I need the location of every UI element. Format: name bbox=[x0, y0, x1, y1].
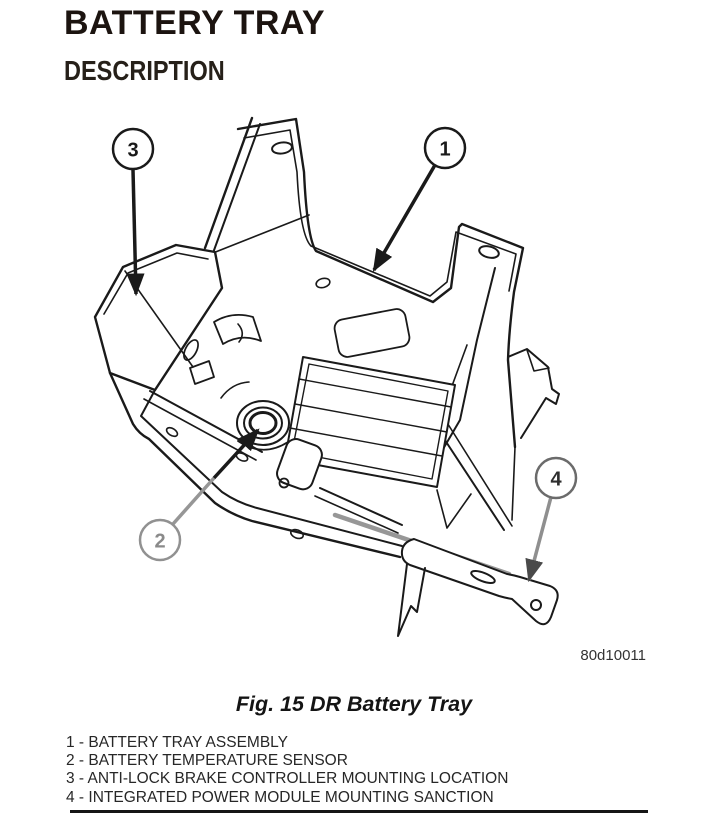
callout-1-number: 1 bbox=[439, 139, 450, 161]
drawing-number: 80d10011 bbox=[580, 647, 646, 664]
tray-line-art bbox=[93, 116, 560, 637]
callout-1-circle: 1 bbox=[423, 126, 467, 170]
bottom-rule bbox=[70, 810, 648, 813]
callout-4-number: 4 bbox=[550, 469, 562, 491]
legend-item-2: 2 - BATTERY TEMPERATURE SENSOR bbox=[66, 752, 348, 770]
callout-2-number: 2 bbox=[154, 531, 165, 553]
page-title: BATTERY TRAY bbox=[64, 4, 326, 42]
callout-4-arrow bbox=[525, 496, 553, 583]
legend-item-3: 3 - ANTI-LOCK BRAKE CONTROLLER MOUNTING … bbox=[66, 770, 509, 788]
legend-item-1: 1 - BATTERY TRAY ASSEMBLY bbox=[66, 734, 288, 751]
callout-3-circle: 3 bbox=[111, 127, 155, 171]
callout-1-arrow bbox=[372, 164, 437, 272]
callout-3-number: 3 bbox=[127, 140, 138, 162]
callout-2-arrow bbox=[171, 428, 260, 526]
section-heading: DESCRIPTION bbox=[64, 55, 225, 86]
callout-3-arrow bbox=[126, 169, 145, 297]
figure-caption: Fig. 15 DR Battery Tray bbox=[235, 692, 473, 716]
callout-2-circle: 2 bbox=[138, 518, 182, 562]
legend-item-4: 4 - INTEGRATED POWER MODULE MOUNTING SAN… bbox=[66, 788, 494, 806]
figure-legend: 1 - BATTERY TRAY ASSEMBLY 2 - BATTERY TE… bbox=[66, 734, 508, 807]
callout-4-circle: 4 bbox=[534, 456, 578, 500]
